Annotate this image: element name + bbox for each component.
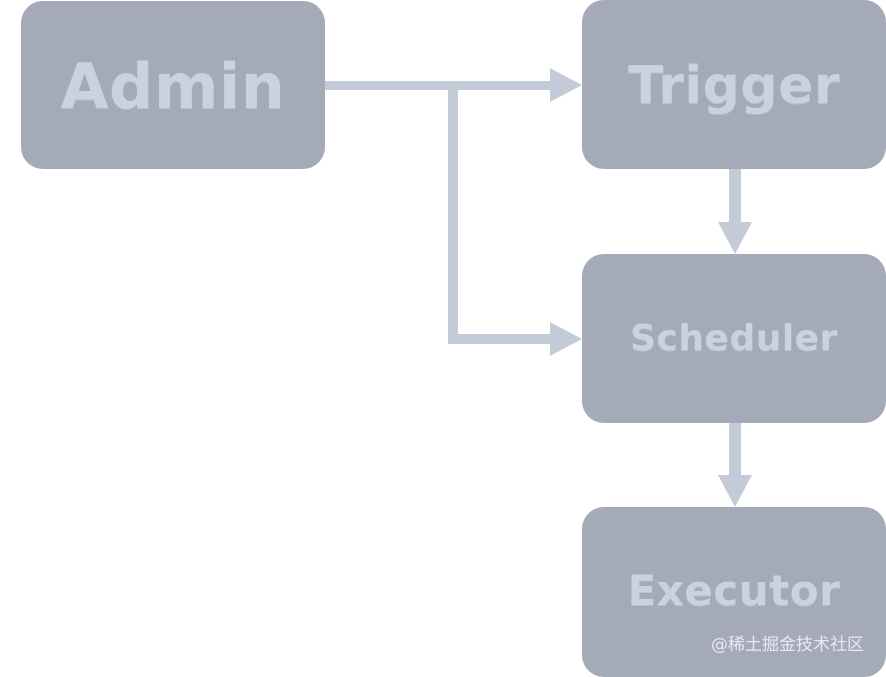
edge-admin-scheduler-horizontal bbox=[448, 334, 555, 344]
node-scheduler: Scheduler bbox=[582, 254, 886, 423]
edge-admin-scheduler bbox=[448, 85, 582, 356]
edge-admin-trigger-line bbox=[325, 81, 555, 90]
edge-admin-trigger bbox=[325, 68, 582, 102]
edge-admin-scheduler-vertical bbox=[448, 85, 458, 343]
node-admin: Admin bbox=[21, 1, 325, 169]
edge-trigger-scheduler bbox=[718, 169, 752, 254]
edge-scheduler-executor-arrowhead bbox=[718, 475, 752, 507]
node-executor: Executor bbox=[582, 507, 886, 677]
edge-scheduler-executor bbox=[718, 423, 752, 507]
edge-scheduler-executor-line bbox=[729, 423, 741, 477]
watermark: @稀土掘金技术社区 bbox=[711, 635, 864, 655]
edge-admin-scheduler-arrowhead bbox=[550, 322, 582, 356]
node-scheduler-label: Scheduler bbox=[630, 318, 838, 359]
edge-admin-trigger-arrowhead bbox=[550, 68, 582, 102]
node-admin-label: Admin bbox=[60, 49, 286, 123]
edge-trigger-scheduler-arrowhead bbox=[718, 222, 752, 254]
node-trigger: Trigger bbox=[582, 0, 886, 169]
node-trigger-label: Trigger bbox=[627, 55, 841, 116]
node-executor-label: Executor bbox=[627, 565, 841, 615]
edge-trigger-scheduler-line bbox=[729, 169, 741, 225]
